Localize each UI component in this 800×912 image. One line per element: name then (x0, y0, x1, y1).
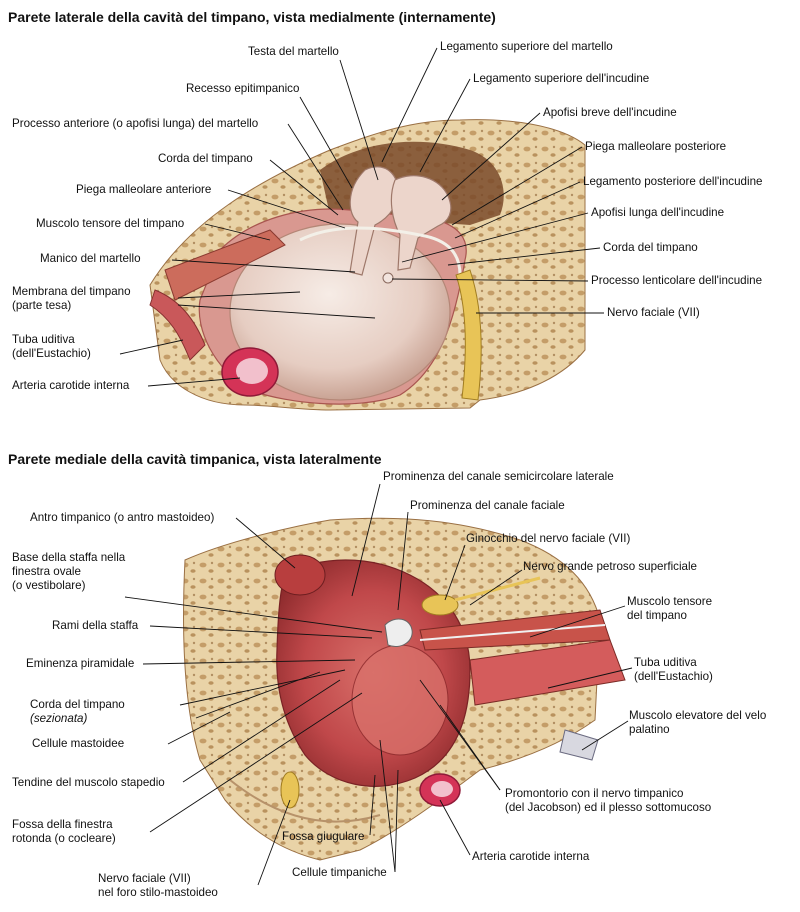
label-antro-timpanico: Antro timpanico (o antro mastoideo) (30, 511, 215, 524)
label-nervo-faciale-2-line2: nel foro stilo-mastoideo (98, 886, 218, 899)
figure2-title: Parete mediale della cavità timpanica, v… (8, 451, 382, 467)
label-fossa-giugulare: Fossa giugulare (282, 830, 365, 843)
label-muscolo-tensore: Muscolo tensore del timpano (36, 217, 185, 230)
label-nervo-faciale: Nervo faciale (VII) (607, 306, 700, 319)
label-promontorio-line2: (del Jacobson) ed il plesso sottomucoso (505, 801, 712, 814)
label-nervo-faciale-2: Nervo faciale (VII) nel foro stilo-masto… (98, 872, 218, 900)
label-base-staffa-line2: finestra ovale (12, 565, 81, 578)
label-apofisi-lunga-incudine: Apofisi lunga dell'incudine (591, 206, 725, 219)
label-fossa-finestra: Fossa della finestra rotonda (o cocleare… (12, 818, 116, 846)
figure1-title: Parete laterale della cavità del timpano… (8, 9, 496, 25)
stylomastoid-foramen-nerve (280, 771, 300, 809)
label-arteria-carotide: Arteria carotide interna (12, 379, 130, 392)
label-corda-timpano-2-line1: Corda del timpano (30, 698, 125, 711)
label-fossa-finestra-line1: Fossa della finestra (12, 818, 113, 831)
label-piega-malleolare-anteriore: Piega malleolare anteriore (76, 183, 212, 196)
label-muscolo-elevatore-line2: palatino (629, 723, 670, 736)
label-muscolo-tensore-2-line2: del timpano (627, 609, 687, 622)
label-cellule-mastoidee: Cellule mastoidee (32, 737, 125, 750)
label-apofisi-breve-incudine: Apofisi breve dell'incudine (543, 106, 677, 119)
lenticular-process (382, 272, 394, 284)
facial-nerve-genu (421, 594, 459, 616)
label-muscolo-elevatore-line1: Muscolo elevatore del velo (629, 709, 767, 722)
label-prominenza-faciale: Prominenza del canale faciale (410, 499, 565, 512)
label-base-staffa: Base della staffa nella finestra ovale (… (12, 551, 125, 593)
label-muscolo-tensore-2: Muscolo tensore del timpano (627, 595, 712, 623)
figure2-leader-lines (124, 483, 633, 886)
label-legamento-post-incudine: Legamento posteriore dell'incudine (583, 175, 763, 188)
label-promontorio: Promontorio con il nervo timpanico (del … (505, 787, 711, 815)
stapes (384, 618, 413, 647)
incus (390, 175, 452, 271)
label-piega-malleolare-posteriore: Piega malleolare posteriore (585, 140, 727, 153)
label-recesso-epitimpanico: Recesso epitimpanico (186, 82, 300, 95)
label-promontorio-line1: Promontorio con il nervo timpanico (505, 787, 684, 800)
malleus (349, 166, 399, 276)
label-membrana-timpano: Membrana del timpano (parte tesa) (12, 285, 131, 313)
label-membrana-timpano-line1: Membrana del timpano (12, 285, 131, 298)
label-corda-timpano-left: Corda del timpano (158, 152, 253, 165)
label-corda-timpano-2-line2: (sezionata) (30, 712, 88, 725)
label-membrana-timpano-line2: (parte tesa) (12, 299, 72, 312)
label-tuba-uditiva-2: Tuba uditiva (dell'Eustachio) (634, 656, 713, 684)
label-nervo-faciale-2-line1: Nervo faciale (VII) (98, 872, 191, 885)
label-rami-staffa: Rami della staffa (52, 619, 139, 632)
label-testa-martello: Testa del martello (248, 45, 339, 58)
tympanic-membrane (229, 223, 451, 401)
mastoid-antrum (274, 554, 326, 596)
label-fossa-finestra-line2: rotonda (o cocleare) (12, 832, 116, 845)
facial-nerve (455, 269, 482, 401)
tensor-tympani (164, 229, 286, 301)
label-tuba-uditiva: Tuba uditiva (dell'Eustachio) (12, 333, 91, 361)
promontory (351, 644, 449, 756)
label-muscolo-elevatore: Muscolo elevatore del velo palatino (629, 709, 766, 737)
label-tuba-uditiva-line2: (dell'Eustachio) (12, 347, 91, 360)
label-base-staffa-line3: (o vestibolare) (12, 579, 86, 592)
figure1-leader-lines (119, 47, 604, 387)
levator-veli-palatini (559, 729, 599, 761)
label-processo-anteriore: Processo anteriore (o apofisi lunga) del… (12, 117, 259, 130)
label-nervo-grande-petroso: Nervo grande petroso superficiale (523, 560, 698, 573)
label-cellule-timpaniche: Cellule timpaniche (292, 866, 387, 879)
label-tuba-uditiva-2-line2: (dell'Eustachio) (634, 670, 713, 683)
label-prominenza-semicircolare: Prominenza del canale semicircolare late… (383, 470, 614, 483)
label-muscolo-tensore-2-line1: Muscolo tensore (627, 595, 713, 608)
label-corda-timpano-right: Corda del timpano (603, 241, 698, 254)
label-eminenza-piramidale: Eminenza piramidale (26, 657, 135, 670)
label-base-staffa-line1: Base della staffa nella (12, 551, 126, 564)
figure1-artwork (149, 119, 586, 411)
eustachian-tube-2 (469, 639, 626, 706)
label-tuba-uditiva-line1: Tuba uditiva (12, 333, 75, 346)
label-manico-martello: Manico del martello (40, 252, 141, 265)
greater-petrosal-nerve (454, 576, 541, 602)
label-tuba-uditiva-2-line1: Tuba uditiva (634, 656, 697, 669)
label-arteria-carotide-2: Arteria carotide interna (472, 850, 590, 863)
label-legamento-sup-incudine: Legamento superiore dell'incudine (473, 72, 650, 85)
label-legamento-sup-martello: Legamento superiore del martello (440, 40, 613, 53)
eustachian-tube (149, 289, 206, 361)
label-ginocchio-nervo: Ginocchio del nervo faciale (VII) (466, 532, 631, 545)
label-processo-lenticolare: Processo lenticolare dell'incudine (591, 274, 763, 287)
chorda-tympani (299, 226, 462, 276)
label-tendine-stapedio: Tendine del muscolo stapedio (12, 776, 165, 789)
figure2-artwork (182, 517, 626, 861)
label-corda-timpano-2: Corda del timpano (sezionata) (30, 698, 125, 726)
